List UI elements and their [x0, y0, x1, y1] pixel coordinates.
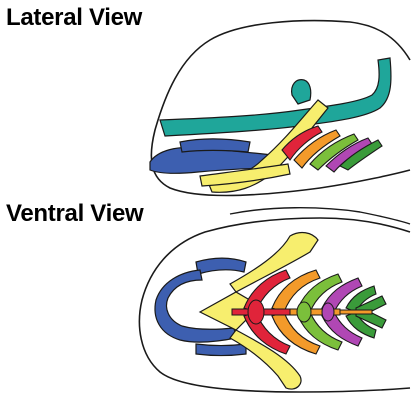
ventral-blue-lower — [196, 344, 246, 356]
ventral-blue-upper — [196, 258, 246, 274]
ventral-midline-green-node — [297, 302, 311, 322]
ventral-midline-red-node — [248, 300, 264, 324]
lateral-blue-upper — [180, 139, 250, 152]
ventral-midline-purple-node — [322, 303, 334, 321]
lateral-teal-knob — [292, 80, 311, 104]
lateral-view — [150, 21, 410, 196]
lateral-teal-element — [160, 58, 391, 136]
ventral-view — [139, 208, 410, 392]
ventral-midline-tail — [340, 310, 372, 314]
